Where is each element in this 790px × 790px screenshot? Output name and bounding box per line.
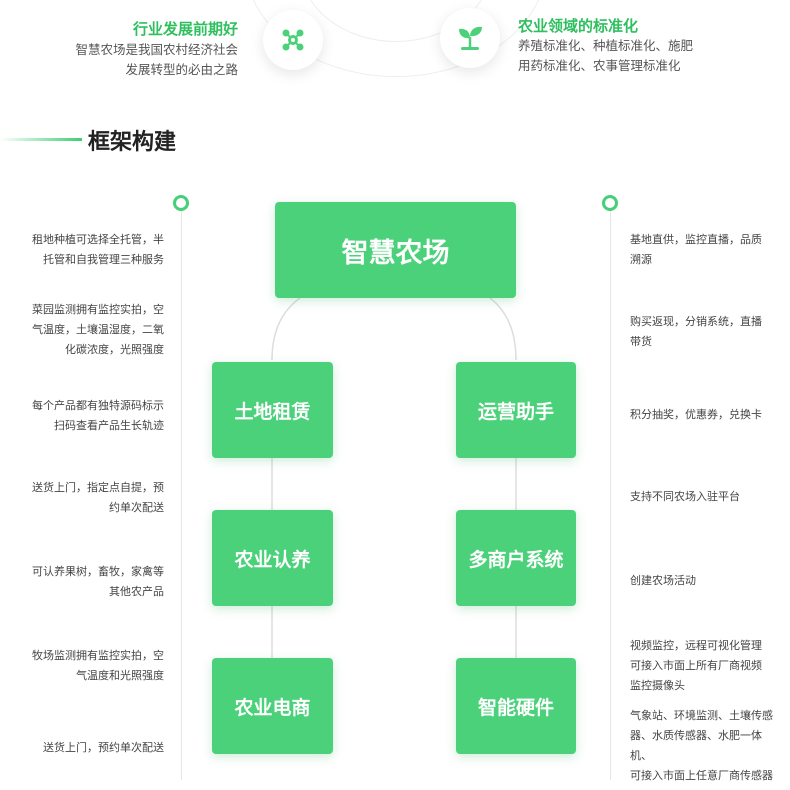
- note-line: 监控摄像头: [630, 679, 685, 692]
- left-note: 可认养果树，畜牧，家禽等 其他农产品: [24, 562, 164, 602]
- note-line: 其他农产品: [109, 585, 164, 598]
- note-line: 气温度，土壤温湿度，二氧: [32, 323, 164, 336]
- right-note: 创建农场活动: [630, 571, 780, 591]
- note-line: 化碳浓度，光照强度: [65, 343, 164, 356]
- note-line: 托管和自我管理三种服务: [43, 253, 164, 266]
- note-line: 送货上门，预约单次配送: [43, 741, 164, 754]
- node-agri-adoption: 农业认养: [212, 510, 333, 606]
- banner-left-line: 发展转型的必由之路: [125, 62, 238, 77]
- note-line: 每个产品都有独特源码标示: [32, 399, 164, 412]
- banner-right-line: 用药标准化、农事管理标准化: [518, 58, 681, 73]
- section-title: 框架构建: [88, 130, 177, 155]
- right-timeline: [610, 210, 611, 780]
- note-line: 创建农场活动: [630, 574, 696, 587]
- note-line: 约单次配送: [109, 501, 164, 514]
- banner-left-text: 智慧农场是我国农村经济社会 发展转型的必由之路: [75, 40, 238, 80]
- root-node: 智慧农场: [275, 202, 516, 298]
- note-line: 积分抽奖，优惠券，兑换卡: [630, 408, 762, 421]
- right-note: 支持不同农场入驻平台: [630, 487, 780, 507]
- network-icon: [263, 10, 323, 70]
- right-note: 视频监控，远程可视化管理 可接入市面上所有厂商视频 监控摄像头: [630, 636, 780, 696]
- note-line: 购买返现，分销系统，直播: [630, 315, 762, 328]
- node-operations-assistant: 运营助手: [456, 362, 576, 458]
- left-note: 牧场监测拥有监控实拍，空 气温度和光照强度: [24, 646, 164, 686]
- right-note: 积分抽奖，优惠券，兑换卡: [630, 405, 780, 425]
- right-note: 购买返现，分销系统，直播 带货: [630, 312, 780, 352]
- banner-left-title: 行业发展前期好: [132, 20, 238, 38]
- note-line: 溯源: [630, 253, 652, 266]
- note-line: 带货: [630, 335, 652, 348]
- banner-right-title: 农业领域的标准化: [518, 17, 639, 35]
- left-note: 送货上门，预约单次配送: [24, 738, 164, 758]
- banner-right-line: 养殖标准化、种植标准化、施肥: [518, 38, 694, 53]
- right-timeline-marker: [602, 195, 618, 211]
- sprout-icon: [440, 8, 500, 68]
- note-line: 送货上门，指定点自提，预: [32, 481, 164, 494]
- left-timeline: [181, 210, 182, 780]
- banner-right-text: 养殖标准化、种植标准化、施肥 用药标准化、农事管理标准化: [518, 36, 693, 76]
- right-note: 基地直供，监控直播，品质 溯源: [630, 230, 780, 270]
- left-note: 菜园监测拥有监控实拍，空 气温度，土壤温湿度，二氧 化碳浓度，光照强度: [24, 300, 164, 360]
- note-line: 气温度和光照强度: [76, 669, 164, 682]
- node-smart-hardware: 智能硬件: [456, 658, 576, 754]
- left-note: 每个产品都有独特源码标示 扫码查看产品生长轨迹: [24, 396, 164, 436]
- note-line: 支持不同农场入驻平台: [630, 490, 740, 503]
- note-line: 租地种植可选择全托管，半: [32, 233, 164, 246]
- node-land-lease: 土地租赁: [212, 362, 333, 458]
- note-line: 气象站、环境监测、土壤传感: [630, 709, 773, 722]
- note-line: 基地直供，监控直播，品质: [630, 233, 762, 246]
- note-line: 牧场监测拥有监控实拍，空: [32, 649, 164, 662]
- note-line: 菜园监测拥有监控实拍，空: [32, 303, 164, 316]
- note-line: 可接入市面上任意厂商传感器: [630, 769, 773, 782]
- section-heading-line: [0, 138, 82, 141]
- note-line: 可接入市面上所有厂商视频: [630, 659, 762, 672]
- note-line: 器、水质传感器、水肥一体机、: [630, 729, 762, 762]
- left-timeline-marker: [173, 195, 189, 211]
- left-note: 送货上门，指定点自提，预 约单次配送: [24, 478, 164, 518]
- note-line: 可认养果树，畜牧，家禽等: [32, 565, 164, 578]
- left-note: 租地种植可选择全托管，半 托管和自我管理三种服务: [24, 230, 164, 270]
- node-multi-merchant: 多商户系统: [456, 510, 576, 606]
- right-note: 气象站、环境监测、土壤传感 器、水质传感器、水肥一体机、 可接入市面上任意厂商传…: [630, 706, 780, 786]
- note-line: 扫码查看产品生长轨迹: [54, 419, 164, 432]
- banner-left-line: 智慧农场是我国农村经济社会: [75, 42, 238, 57]
- node-agri-ecommerce: 农业电商: [212, 658, 333, 754]
- note-line: 视频监控，远程可视化管理: [630, 639, 762, 652]
